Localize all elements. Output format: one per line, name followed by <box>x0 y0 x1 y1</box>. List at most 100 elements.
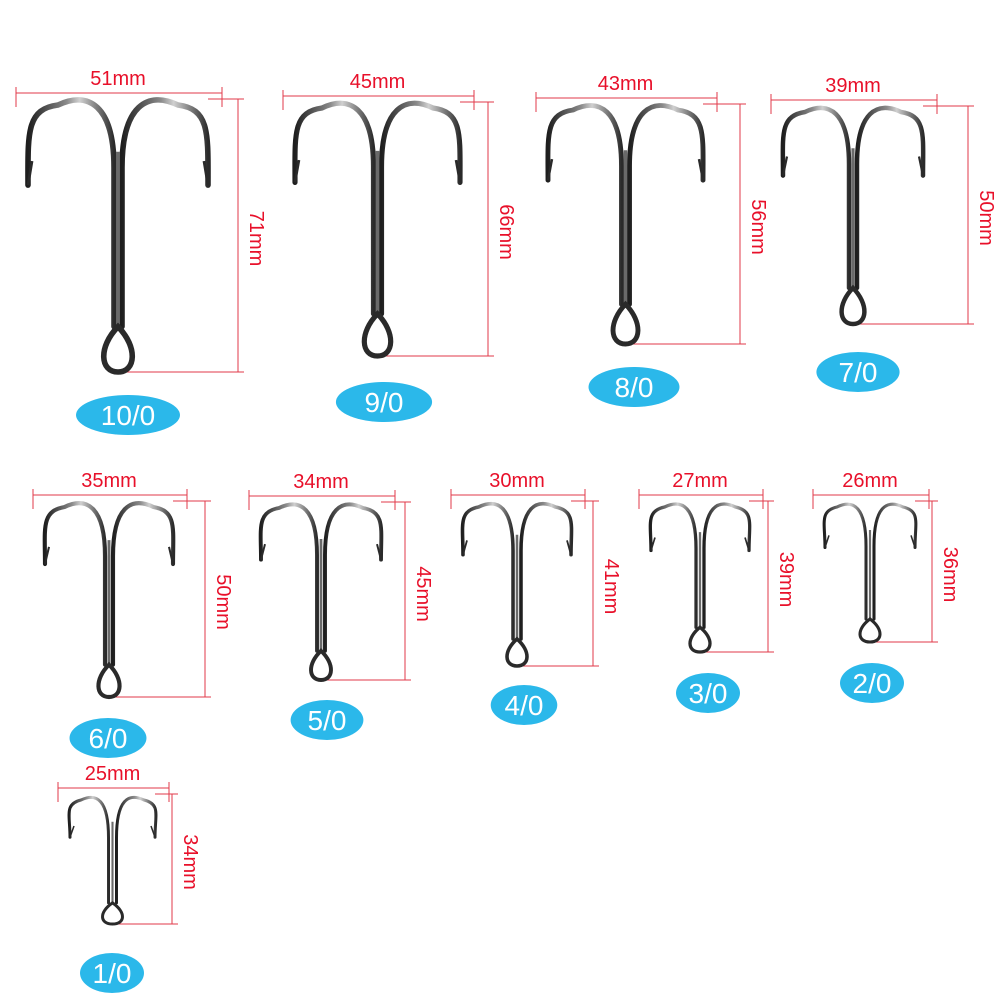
hook-barb-left <box>824 535 830 548</box>
hook-eye <box>610 300 641 347</box>
hook-barb-right <box>167 546 175 565</box>
hook-barb-right <box>202 160 210 186</box>
hook-arm-right <box>378 100 463 317</box>
hook-barb-right <box>910 535 916 548</box>
hook-arm-right <box>110 501 176 667</box>
size-badge <box>80 953 144 993</box>
width-label: 34mm <box>293 471 349 493</box>
hook-barb-left <box>546 158 554 181</box>
hook-barb-left <box>260 543 266 560</box>
hook-group: 35mm 50mm 6/0 <box>32 470 234 758</box>
hook-arm-left <box>25 97 117 330</box>
height-label: 36mm <box>939 547 961 603</box>
hook-arm-right <box>519 502 574 641</box>
size-badge <box>840 663 904 703</box>
width-label: 27mm <box>672 470 728 492</box>
hook-eye <box>101 901 124 926</box>
hook-arm-right <box>854 105 926 291</box>
hook-barb-right <box>566 540 572 555</box>
hook-arm-right <box>323 502 384 653</box>
size-label: 9/0 <box>365 387 404 418</box>
size-label: 10/0 <box>101 400 156 431</box>
hook-arm-right <box>872 502 918 621</box>
hook-arm-left <box>648 502 698 630</box>
size-label: 7/0 <box>839 357 878 388</box>
height-label: 50mm <box>975 190 997 246</box>
width-label: 35mm <box>81 470 137 492</box>
hook-eye <box>858 617 882 644</box>
height-label: 45mm <box>412 566 434 622</box>
size-label: 6/0 <box>89 723 128 754</box>
hook-barb-left <box>69 825 75 838</box>
hook-group: 51mm 71mm 10/0 <box>15 68 267 435</box>
hook-arm-left <box>460 502 515 641</box>
height-label: 71mm <box>245 211 267 267</box>
hook-arm-left <box>258 502 319 653</box>
hook-eye <box>505 636 529 668</box>
hook-group: 34mm 45mm 5/0 <box>248 471 434 740</box>
hook-eye <box>309 648 333 682</box>
hook-group: 39mm 50mm 7/0 <box>770 75 997 392</box>
size-badge <box>588 367 680 407</box>
hook-barb-left <box>43 546 51 565</box>
hook-barb-left <box>293 159 301 183</box>
hook-barb-left <box>650 537 656 551</box>
hook-barb-right <box>697 158 705 181</box>
size-label: 3/0 <box>689 678 728 709</box>
height-label: 39mm <box>775 552 797 608</box>
hook-barb-left <box>462 540 468 555</box>
hook-barb-right <box>744 537 750 551</box>
hook-barb-left <box>781 156 789 176</box>
size-badge <box>335 382 433 422</box>
size-badge <box>490 685 558 725</box>
hook-arm-left <box>292 100 377 317</box>
height-label: 66mm <box>495 204 517 260</box>
hook-barb-right <box>150 825 156 838</box>
size-label: 5/0 <box>308 705 347 736</box>
width-label: 43mm <box>598 73 654 95</box>
hook-group: 30mm 41mm 4/0 <box>450 470 622 725</box>
height-label: 34mm <box>179 834 201 890</box>
hook-eye <box>96 661 122 700</box>
hook-eye <box>688 625 712 654</box>
size-label: 2/0 <box>853 668 892 699</box>
hook-group: 27mm 39mm 3/0 <box>638 470 797 713</box>
hook-group: 45mm 66mm 9/0 <box>282 71 517 422</box>
width-label: 51mm <box>90 68 146 90</box>
width-label: 25mm <box>85 763 141 785</box>
hook-eye <box>839 284 867 327</box>
hook-barb-right <box>376 543 382 560</box>
size-badge <box>676 673 740 713</box>
hook-arm-left <box>42 501 108 667</box>
size-badge <box>290 700 364 740</box>
hook-arm-left <box>780 105 852 291</box>
hook-arm-left <box>545 103 624 307</box>
height-label: 41mm <box>600 559 622 615</box>
hook-arm-right <box>702 502 752 630</box>
size-badge <box>69 718 147 758</box>
hook-group: 25mm 34mm 1/0 <box>57 763 201 993</box>
hook-barb-left <box>26 160 34 186</box>
hook-arm-right <box>115 795 158 905</box>
size-label: 1/0 <box>93 958 132 989</box>
width-label: 30mm <box>489 470 545 492</box>
hook-arm-left <box>822 502 868 621</box>
hook-barb-right <box>454 159 462 183</box>
hook-arm-right <box>627 103 706 307</box>
hook-arm-right <box>119 97 211 330</box>
hook-group: 43mm 56mm 8/0 <box>535 73 769 407</box>
size-badge <box>816 352 900 392</box>
width-label: 39mm <box>825 75 881 97</box>
height-label: 50mm <box>212 574 234 630</box>
hook-eye <box>361 310 394 359</box>
hook-eye <box>101 322 135 375</box>
size-label: 4/0 <box>505 690 544 721</box>
size-label: 8/0 <box>615 372 654 403</box>
height-label: 56mm <box>747 199 769 255</box>
hook-arm-left <box>67 795 110 905</box>
width-label: 45mm <box>350 71 406 93</box>
size-badge <box>76 395 180 435</box>
hook-barb-right <box>917 156 925 176</box>
